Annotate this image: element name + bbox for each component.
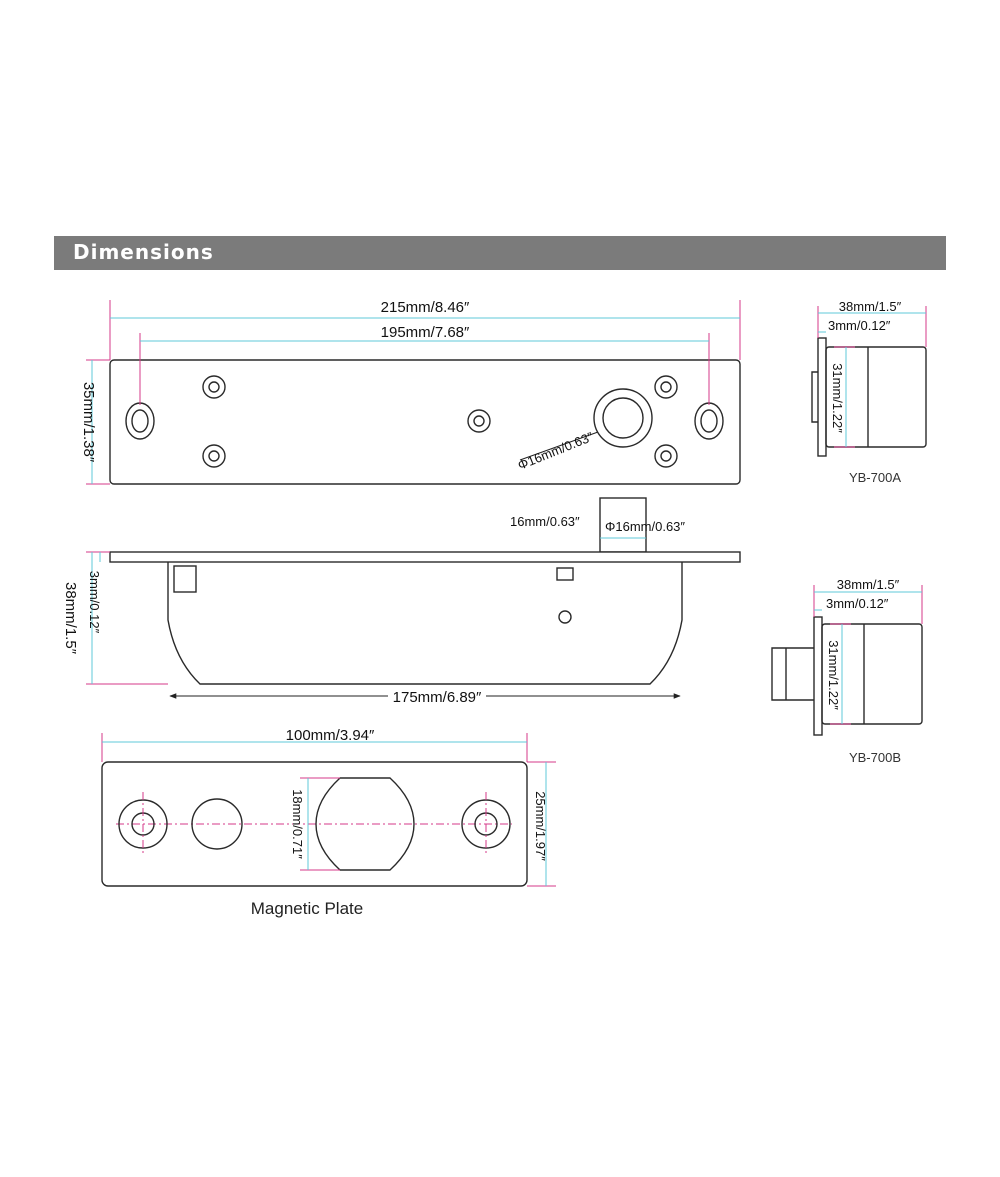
bolt-head	[593, 388, 653, 448]
screw-icon	[467, 409, 491, 433]
end-a-height-label: 31mm/1.22″	[830, 363, 845, 433]
end-a-faceplate	[817, 337, 827, 457]
magnetic-plate-view: 100mm/3.94″ 25mm/1.97″ 18mm/0.71″ Magnet…	[101, 727, 556, 918]
plate-thickness-label: 3mm/0.12″	[87, 571, 102, 634]
end-a-width-label: 38mm/1.5″	[839, 299, 902, 314]
plate-recess	[191, 798, 243, 850]
body-hole	[558, 610, 572, 624]
end-b-body	[821, 623, 923, 725]
magnetic-plate-caption: Magnetic Plate	[251, 899, 363, 918]
screw-icon	[202, 444, 226, 468]
side-view: 16mm/0.63″ Φ16mm/0.63″ 38mm/1.5″ 3mm/0.1…	[62, 497, 741, 706]
faceplate-height-label: 35mm/1.38″	[80, 382, 97, 463]
overall-length-label: 215mm/8.46″	[381, 299, 470, 316]
bolt-projection-label: 16mm/0.63″	[510, 514, 580, 529]
bolt-diameter-label: Φ16mm/0.63″	[516, 429, 596, 473]
bolt-side-diameter-label: Φ16mm/0.63″	[605, 519, 685, 534]
end-b-plate-label: 3mm/0.12″	[826, 596, 889, 611]
section-header: Dimensions	[54, 236, 946, 270]
screw-icon	[654, 375, 678, 399]
end-b-faceplate	[813, 616, 823, 736]
body-length-label: 175mm/6.89″	[393, 689, 482, 706]
bolt-leader	[519, 431, 599, 461]
plate-opening	[315, 777, 415, 871]
end-a-body	[825, 346, 927, 448]
magnetic-plate-outline	[101, 761, 528, 887]
screw-icon	[654, 444, 678, 468]
section-title: Dimensions	[73, 240, 214, 264]
total-height-label: 38mm/1.5″	[62, 582, 79, 655]
end-b-bolt	[771, 647, 814, 701]
end-b-caption: YB-700B	[849, 750, 901, 765]
lock-faceplate-outline	[109, 359, 741, 485]
body-slot	[556, 567, 574, 581]
mounting-hole-right	[694, 402, 724, 440]
plate-hole-left	[118, 792, 168, 856]
plate-height-label: 25mm/1.97″	[533, 791, 548, 861]
top-view: Φ16mm/0.63″ 215mm/8.46″ 195mm/7.68″ 35mm…	[80, 299, 741, 485]
lock-body-outline	[167, 562, 683, 685]
side-faceplate	[109, 551, 741, 563]
end-a-caption: YB-700A	[849, 470, 901, 485]
end-b-height-label: 31mm/1.22″	[826, 640, 841, 710]
end-view-a: 38mm/1.5″ 3mm/0.12″ 31mm/1.22″ YB-700A	[811, 299, 927, 485]
end-b-width-label: 38mm/1.5″	[837, 577, 900, 592]
plate-opening-label: 18mm/0.71″	[290, 789, 305, 859]
end-view-b: 38mm/1.5″ 3mm/0.12″ 31mm/1.22″ YB-700B	[771, 577, 923, 765]
screw-icon	[202, 375, 226, 399]
plate-hole-right	[461, 792, 511, 856]
body-bracket	[173, 565, 197, 593]
hole-spacing-label: 195mm/7.68″	[381, 324, 470, 341]
end-a-plate-label: 3mm/0.12″	[828, 318, 891, 333]
mounting-hole-left	[125, 402, 155, 440]
plate-length-label: 100mm/3.94″	[286, 727, 375, 744]
